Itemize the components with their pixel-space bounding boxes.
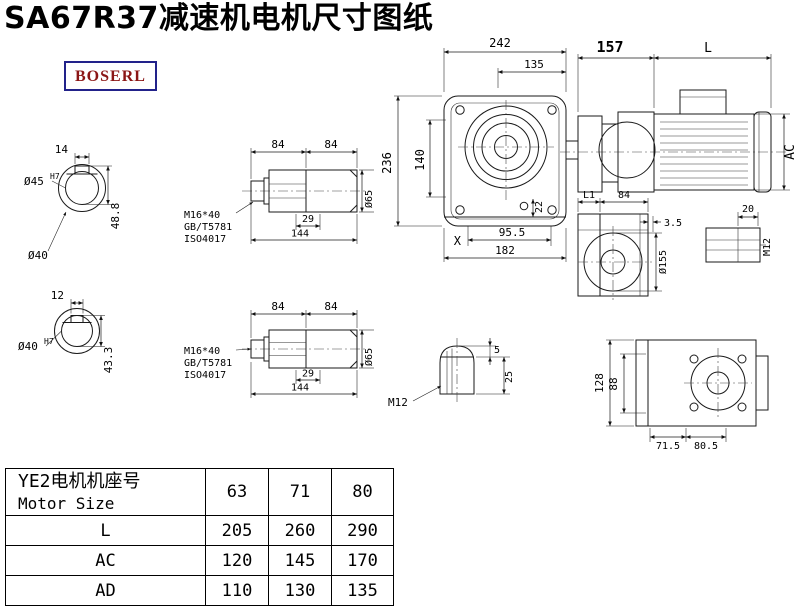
label-bore-tol-top: H7	[50, 172, 60, 181]
dim-84a-bottom: 84	[271, 300, 285, 313]
label-thread-bottom: M16*40	[184, 346, 220, 357]
dim-84b-top: 84	[324, 138, 338, 151]
boserl-logo-text: BOSERL	[75, 68, 146, 85]
dim-88: 88	[607, 377, 620, 390]
row-label-AD: AD	[5, 575, 206, 606]
row-label-AC: AC	[5, 545, 206, 576]
motor-size-table: YE2电机机座号 Motor Size 63 71 80 L 205 260 2…	[5, 468, 394, 606]
label-standard1-bottom: GB/T5781	[184, 358, 232, 369]
value-L-80: 290	[331, 515, 394, 546]
drawing-shaft-end-bottom: 84 84 M16*40 GB/T5781 ISO4017 29 144 Ø65	[184, 300, 375, 398]
table-row-AC: AC 120 145 170	[5, 545, 394, 576]
dim-25: 25	[504, 371, 515, 383]
value-L-71: 260	[268, 515, 332, 546]
value-AC-71: 145	[268, 545, 332, 576]
value-AC-80: 170	[331, 545, 394, 576]
dim-29-top: 29	[302, 214, 314, 225]
dim-135: 135	[524, 58, 544, 71]
datum-x-marker: X	[454, 234, 462, 248]
dim-keyway-depth-bottom: 43.3	[102, 347, 115, 374]
size-column-63: 63	[205, 468, 269, 516]
table-row-L: L 205 260 290	[5, 515, 394, 546]
value-AD-80: 135	[331, 575, 394, 606]
dim-144-top: 144	[291, 229, 309, 240]
dim-95-5: 95.5	[499, 226, 526, 239]
value-AD-63: 110	[205, 575, 269, 606]
dim-3-5: 3.5	[664, 218, 682, 229]
dim-157: 157	[596, 38, 623, 56]
dim-242: 242	[489, 36, 511, 50]
label-standard2-top: ISO4017	[184, 234, 226, 245]
size-column-80: 80	[331, 468, 394, 516]
drawing-gearbox-back-view: 128 88 71.5 80.5	[593, 339, 769, 452]
dim-71-5: 71.5	[656, 441, 680, 452]
value-AC-63: 120	[205, 545, 269, 576]
size-column-71: 71	[268, 468, 332, 516]
dim-AC: AC	[783, 144, 798, 160]
table-row-AD: AD 110 130 135	[5, 575, 394, 606]
dim-29-bottom: 29	[302, 369, 314, 380]
value-AD-71: 130	[268, 575, 332, 606]
label-shaft-dia: Ø40	[28, 249, 48, 262]
label-bore-tol-bottom: H7	[44, 337, 54, 346]
dim-140: 140	[413, 149, 427, 171]
dim-dia65-bottom: Ø65	[363, 348, 375, 366]
label-standard1-top: GB/T5781	[184, 222, 232, 233]
drawing-bore-section-bottom: 12 Ø40 H7 43.3	[18, 289, 115, 373]
dim-5: 5	[494, 345, 500, 356]
dim-dia155: Ø155	[657, 250, 669, 274]
dim-keyway-width-bottom: 12	[51, 289, 64, 302]
label-m12-side: M12	[762, 238, 773, 256]
dim-128: 128	[593, 373, 606, 393]
value-L-63: 205	[205, 515, 269, 546]
drawing-gearbox-front-view: 242 135 236 140 22 X 95.5 182	[380, 36, 567, 262]
label-m12-key: M12	[388, 396, 408, 409]
dim-84b-bottom: 84	[324, 300, 338, 313]
dim-236: 236	[380, 152, 394, 174]
motor-size-header-en: Motor Size	[18, 494, 115, 513]
dim-L1: L1	[583, 190, 595, 201]
drawing-bore-section-top: 14 Ø45 H7 48.8 Ø40	[24, 143, 122, 262]
label-standard2-bottom: ISO4017	[184, 370, 226, 381]
drawing-gearbox-side-view: L1 84 3.5 20 M12 Ø155	[577, 190, 773, 300]
drawing-shaft-end-top: 84 84 M16*40 GB/T5781 ISO4017 29 144 Ø65	[184, 138, 375, 245]
label-bore-dia-top: Ø45	[24, 175, 44, 188]
dim-keyway-depth-top: 48.8	[109, 203, 122, 230]
dim-keyway-width-top: 14	[55, 143, 69, 156]
dim-22: 22	[534, 201, 545, 213]
label-bore-dia-bottom: Ø40	[18, 340, 38, 353]
page-title: SA67R37减速机电机尺寸图纸	[4, 1, 434, 36]
dim-80-5: 80.5	[694, 441, 718, 452]
boserl-logo: BOSERL	[64, 61, 157, 91]
dim-20: 20	[742, 204, 754, 215]
dim-L: L	[704, 41, 712, 56]
dim-84a-top: 84	[271, 138, 285, 151]
motor-size-header-cell: YE2电机机座号 Motor Size	[5, 468, 206, 516]
row-label-L: L	[5, 515, 206, 546]
drawing-motor-side-view: 157 L AC	[560, 38, 798, 193]
dim-182: 182	[495, 244, 515, 257]
dim-84-side: 84	[618, 190, 630, 201]
motor-size-header-cn: YE2电机机座号	[18, 471, 141, 492]
drawing-shaft-key-detail: 5 25 M12	[388, 338, 515, 409]
dim-144-bottom: 144	[291, 383, 309, 394]
dim-dia65-top: Ø65	[363, 190, 375, 208]
label-thread-top: M16*40	[184, 210, 220, 221]
